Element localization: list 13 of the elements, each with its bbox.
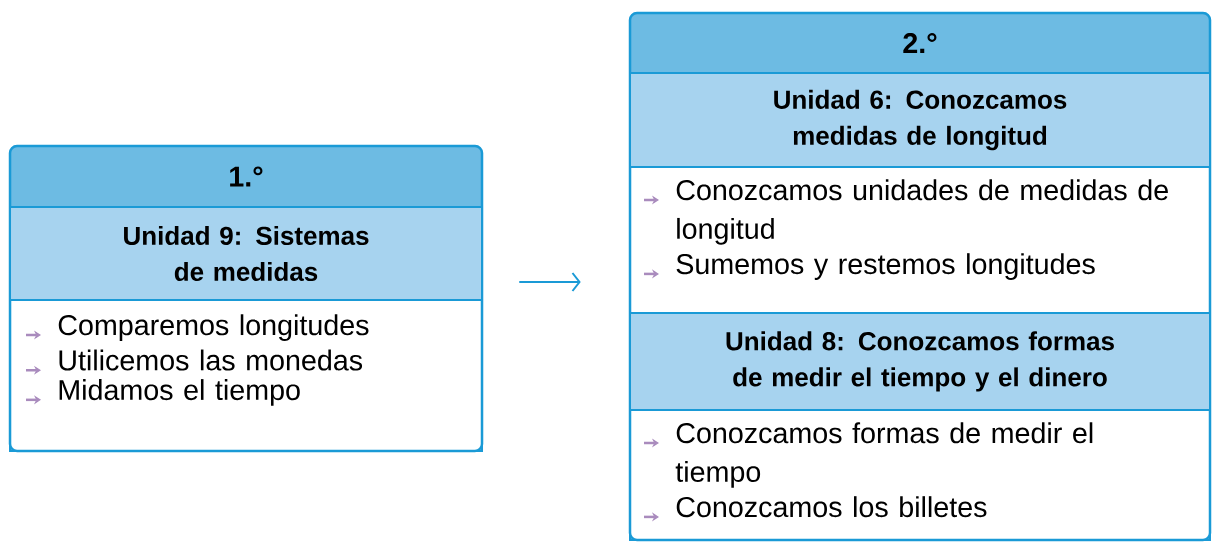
list-item: Conozcamos unidades de medidas de longitud — [676, 179, 1168, 245]
unit-heading-band: Unidad 9: Sistemas de medidas — [9, 206, 483, 301]
unit-heading-band: Unidad 6: Conozcamos medidas de longitud — [629, 72, 1211, 168]
arrow — [518, 272, 581, 292]
topic-list-panel — [9, 299, 483, 452]
list-item: Midamos el tiempo — [59, 379, 300, 406]
unit-heading-band: Unidad 8: Conozcamos formas de medir el tiempo y el dinero — [629, 312, 1211, 411]
list-item: Utilicemos las monedas — [59, 349, 363, 371]
topic-list-panel — [629, 409, 1211, 541]
list-item: Comparemos longitudes — [58, 314, 369, 341]
list-item: Conozcamos formas de medir el tiempo — [675, 422, 1093, 488]
list-item: Conozcamos los billetes — [676, 496, 987, 518]
list-item: Sumemos y restemos longitudes — [676, 253, 1095, 280]
